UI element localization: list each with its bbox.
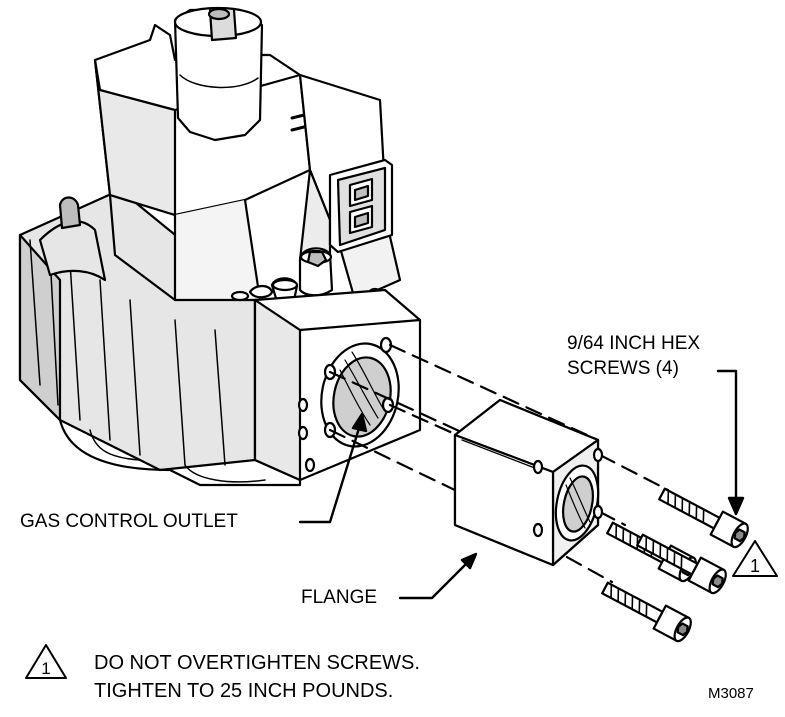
gas-control-outlet-label: GAS CONTROL OUTLET [20,511,238,532]
callout-number: 1 [750,556,760,576]
note-line2: TIGHTEN TO 25 INCH POUNDS. [94,680,394,702]
flange-label: FLANGE [301,587,378,608]
note-number: 1 [41,659,50,678]
screws-label-line2: SCREWS (4) [567,358,679,379]
flange [453,398,604,567]
note-line1: DO NOT OVERTIGHTEN SCREWS. [94,652,420,674]
screws-label-line1: 9/64 INCH HEX [567,333,701,354]
callout-triangle-icon [732,540,778,577]
hex-screw-1 [658,487,749,549]
leader-outlet [298,412,368,524]
leader-flange [398,552,478,600]
hex-screw-3 [636,533,727,595]
leader-screws [716,369,745,516]
note-triangle-icon [25,644,67,679]
hex-screw-4 [601,581,692,643]
figure-code: M3087 [708,685,754,702]
gas-valve-body [18,6,422,487]
